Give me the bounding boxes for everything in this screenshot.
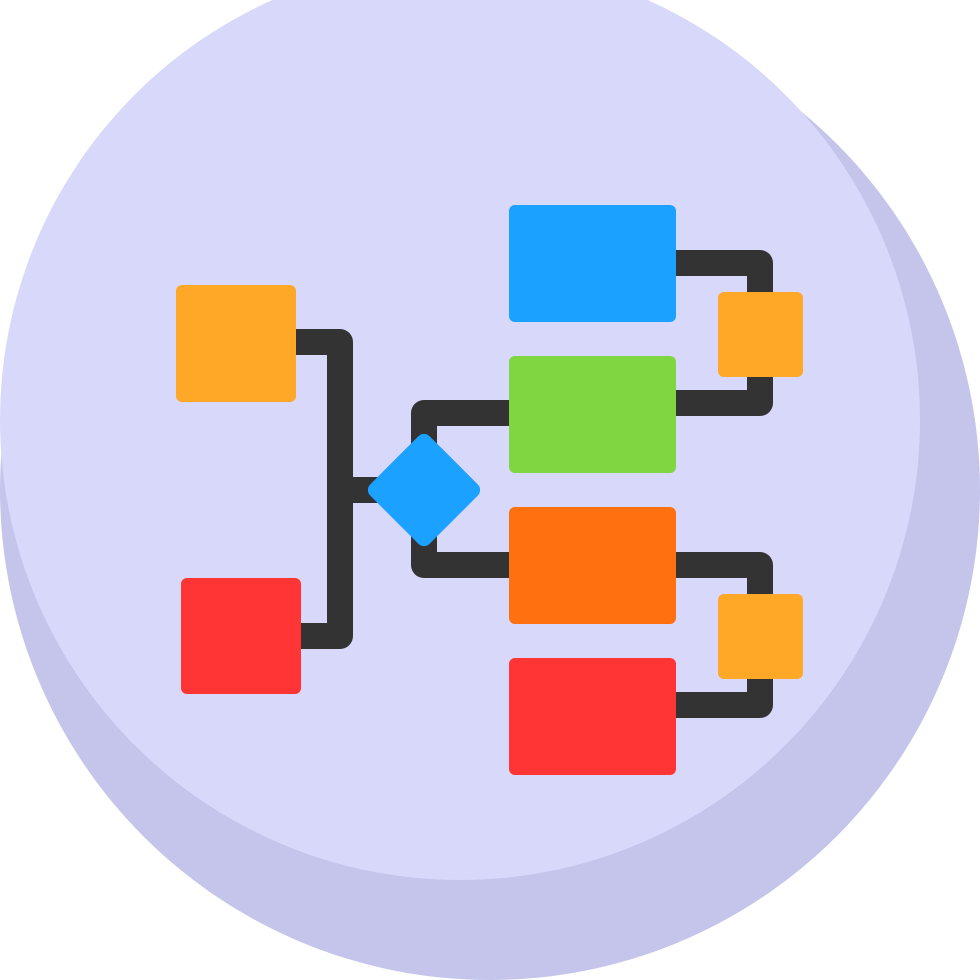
small-orange-box-top — [718, 292, 803, 377]
left-top-orange-box — [176, 285, 296, 402]
connector-left-bottom — [277, 477, 353, 649]
connector-left-top — [277, 329, 353, 503]
background-circle — [0, 0, 920, 880]
connector-small-orange-to-red — [659, 659, 773, 718]
connector-orange-to-small-orange — [659, 552, 773, 613]
right-red-box — [509, 658, 676, 775]
decision-diamond — [367, 433, 481, 547]
connector-blue-to-small-orange — [659, 250, 773, 313]
connector-small-orange-to-green — [659, 357, 773, 416]
right-blue-box — [509, 205, 676, 322]
right-green-box — [509, 356, 676, 473]
left-bottom-red-box — [181, 578, 301, 694]
right-orange-box — [509, 507, 676, 624]
small-orange-box-bottom — [718, 594, 803, 679]
